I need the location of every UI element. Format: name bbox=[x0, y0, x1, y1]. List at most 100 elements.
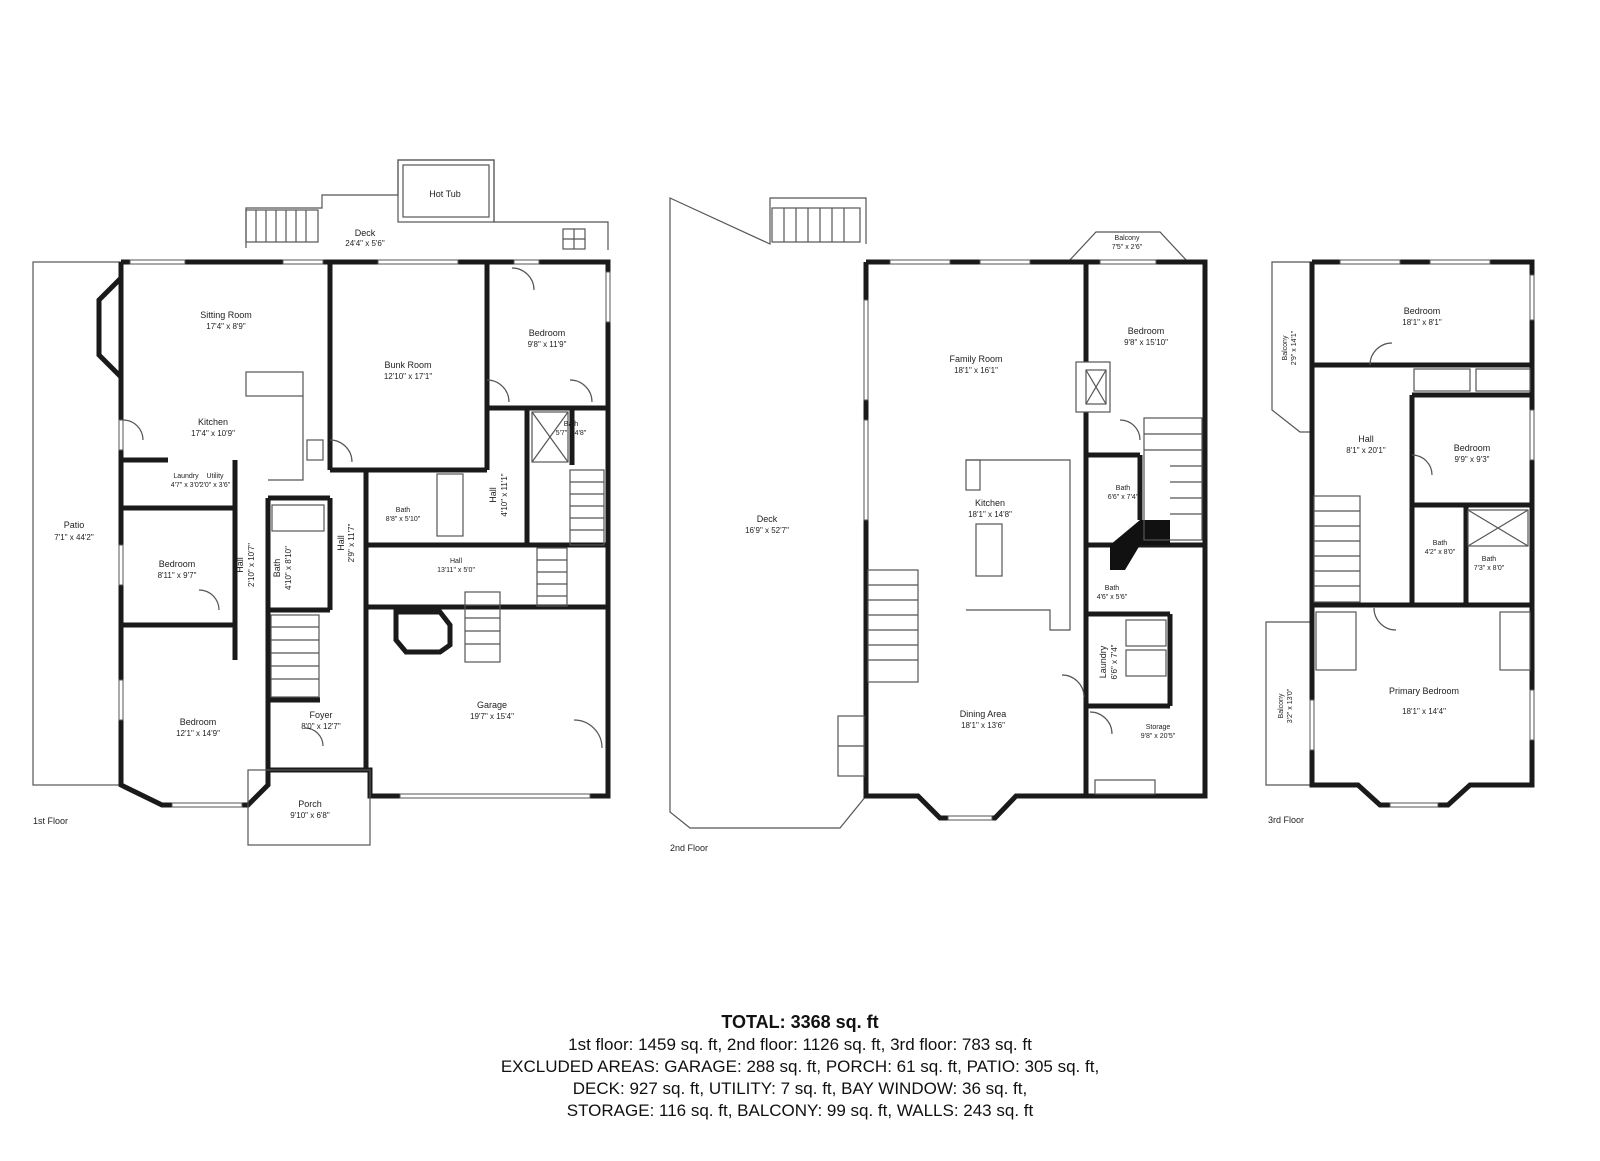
third-floor-plan: Bedroom 18'1" x 8'1" Balcony 2'9" x 14'1… bbox=[1265, 259, 1535, 825]
total-area: TOTAL: 3368 sq. ft bbox=[721, 1012, 879, 1032]
patio-label: Patio bbox=[64, 520, 85, 530]
balcony-3a-dim: 2'9" x 14'1" bbox=[1291, 330, 1298, 365]
bunk-room-dim: 12'10" x 17'1" bbox=[384, 372, 432, 381]
floor-areas: 1st floor: 1459 sq. ft, 2nd floor: 1126 … bbox=[568, 1035, 1032, 1054]
foyer-dim: 8'0" x 12'7" bbox=[301, 722, 341, 731]
deck-stairs bbox=[245, 209, 319, 243]
kitchen-2-dim: 18'1" x 14'8" bbox=[968, 510, 1012, 519]
bath-1c-label: Bath bbox=[272, 559, 282, 578]
kitchen-island bbox=[975, 523, 1003, 577]
balcony-3a-label: Balcony bbox=[1282, 335, 1289, 360]
balcony-2-outline bbox=[1067, 231, 1189, 263]
exterior-walls-2 bbox=[863, 259, 1208, 821]
bedroom-1a-dim: 9'8" x 11'9" bbox=[528, 340, 567, 349]
balcony-2-dim: 7'5" x 2'6" bbox=[1112, 244, 1143, 251]
second-floor-plan: Deck 16'9" x 52'7" Balcony 7'5" x 2'6" F… bbox=[669, 197, 1208, 853]
utility-dim: 2'0" x 3'6" bbox=[200, 482, 231, 489]
family-room-dim: 18'1" x 16'1" bbox=[954, 366, 998, 375]
sitting-room-label: Sitting Room bbox=[200, 310, 252, 320]
exterior-walls-3 bbox=[1309, 259, 1535, 808]
bath-1b-dim: 8'8" x 5'10" bbox=[386, 516, 421, 523]
hall-1c-dim: 2'10" x 10'7" bbox=[247, 543, 256, 587]
floor-3-label: 3rd Floor bbox=[1268, 815, 1304, 825]
stairs-1c bbox=[270, 614, 320, 698]
first-floor-plan: Hot Tub Deck 24'4" x 5'6" Patio 7'1" x 4… bbox=[32, 159, 611, 846]
bath-1b-label: Bath bbox=[396, 507, 411, 514]
deck-2-dim: 16'9" x 52'7" bbox=[745, 526, 789, 535]
bedroom-2-dim: 9'8" x 15'10" bbox=[1124, 338, 1168, 347]
hall-1b-label: Hall bbox=[336, 535, 346, 551]
floor-1-label: 1st Floor bbox=[33, 816, 68, 826]
bath-1a-dim: 5'7" x 4'8" bbox=[556, 430, 587, 437]
bedroom-1b-dim: 8'11" x 9'7" bbox=[158, 571, 197, 580]
laundry-1-dim: 4'7" x 3'0" bbox=[171, 482, 202, 489]
hall-1a-dim: 4'10" x 11'1" bbox=[500, 473, 509, 516]
stairs-1d bbox=[464, 591, 501, 663]
bedroom-2-label: Bedroom bbox=[1128, 326, 1165, 336]
hot-tub-basin bbox=[402, 164, 490, 218]
floor-plan-drawing: Hot Tub Deck 24'4" x 5'6" Patio 7'1" x 4… bbox=[32, 159, 1535, 853]
bedroom-3a-dim: 18'1" x 8'1" bbox=[1402, 318, 1442, 327]
deck-1-dim: 24'4" x 5'6" bbox=[345, 239, 385, 248]
floor-2-label: 2nd Floor bbox=[670, 843, 708, 853]
primary-bedroom-label: Primary Bedroom bbox=[1389, 686, 1459, 696]
bedroom-1b-label: Bedroom bbox=[159, 559, 196, 569]
porch-area bbox=[247, 769, 371, 846]
bedroom-3b-label: Bedroom bbox=[1454, 443, 1491, 453]
hall-3-dim: 8'1" x 20'1" bbox=[1346, 446, 1386, 455]
primary-bedroom-dim: 18'1" x 14'4" bbox=[1402, 707, 1446, 716]
bath-2b-label: Bath bbox=[1105, 585, 1120, 592]
hall-1c-label: Hall bbox=[235, 557, 245, 573]
bath-2a-dim: 6'6" x 7'4" bbox=[1108, 494, 1139, 501]
foyer-label: Foyer bbox=[309, 710, 332, 720]
utility-block bbox=[1110, 520, 1170, 570]
hall-1b-dim: 2'9" x 11'7" bbox=[347, 523, 356, 562]
hall-3-label: Hall bbox=[1358, 434, 1374, 444]
deck-1-label: Deck bbox=[355, 228, 376, 238]
stairs-2b bbox=[1143, 417, 1203, 541]
kitchen-1-label: Kitchen bbox=[198, 417, 228, 427]
storage-dim: 9'8" x 20'5" bbox=[1141, 733, 1176, 740]
stairs-1b bbox=[536, 547, 568, 607]
balcony-2-label: Balcony bbox=[1115, 235, 1140, 242]
laundry-2-label: Laundry bbox=[1098, 645, 1108, 678]
bedroom-3b-dim: 9'9" x 9'3" bbox=[1455, 455, 1490, 464]
laundry-1-label: Laundry bbox=[173, 473, 199, 480]
balcony-3b-outline bbox=[1265, 621, 1312, 786]
stairs-2a bbox=[867, 569, 919, 683]
storage-label: Storage bbox=[1146, 724, 1171, 731]
porch-label: Porch bbox=[298, 799, 322, 809]
bunk-room-label: Bunk Room bbox=[384, 360, 431, 370]
hall-1a-label: Hall bbox=[488, 487, 498, 503]
bedroom-1a-label: Bedroom bbox=[529, 328, 566, 338]
kitchen-2-label: Kitchen bbox=[975, 498, 1005, 508]
garage-dim: 19'7" x 15'4" bbox=[470, 712, 514, 721]
hall-1d-dim: 13'11" x 5'0" bbox=[437, 567, 475, 574]
hall-1d-label: Hall bbox=[450, 558, 463, 565]
bath-3b-dim: 7'3" x 8'0" bbox=[1474, 565, 1505, 572]
bath-2a-label: Bath bbox=[1116, 485, 1131, 492]
excluded-areas-1: EXCLUDED AREAS: GARAGE: 288 sq. ft, PORC… bbox=[500, 1057, 1100, 1076]
stairs-1a bbox=[569, 469, 605, 546]
bath-1c-dim: 4'10" x 8'10" bbox=[284, 546, 293, 590]
laundry-2-dim: 6'6" x 7'4" bbox=[1110, 644, 1119, 679]
dining-area-label: Dining Area bbox=[960, 709, 1007, 719]
excluded-areas-3: STORAGE: 116 sq. ft, BALCONY: 99 sq. ft,… bbox=[566, 1101, 1034, 1120]
porch-dim: 9'10" x 6'8" bbox=[290, 811, 330, 820]
bath-1a-label: Bath bbox=[564, 421, 579, 428]
balcony-3b-dim: 3'2" x 13'0" bbox=[1287, 688, 1294, 723]
bedroom-1c-label: Bedroom bbox=[180, 717, 217, 727]
deck-2-label: Deck bbox=[757, 514, 778, 524]
balcony-3b-label: Balcony bbox=[1278, 693, 1285, 718]
excluded-areas-2: DECK: 927 sq. ft, UTILITY: 7 sq. ft, BAY… bbox=[572, 1079, 1028, 1098]
hot-tub-label: Hot Tub bbox=[429, 189, 461, 199]
dining-area-dim: 18'1" x 13'6" bbox=[961, 721, 1005, 730]
hot-tub-frame bbox=[397, 159, 495, 223]
family-room-label: Family Room bbox=[949, 354, 1002, 364]
utility-label: Utility bbox=[206, 473, 224, 480]
bedroom-3a-label: Bedroom bbox=[1404, 306, 1441, 316]
stairs-3 bbox=[1313, 495, 1361, 603]
patio-dim: 7'1" x 44'2" bbox=[54, 533, 94, 542]
bath-3b-label: Bath bbox=[1482, 556, 1497, 563]
deck-2-outline bbox=[669, 197, 867, 829]
